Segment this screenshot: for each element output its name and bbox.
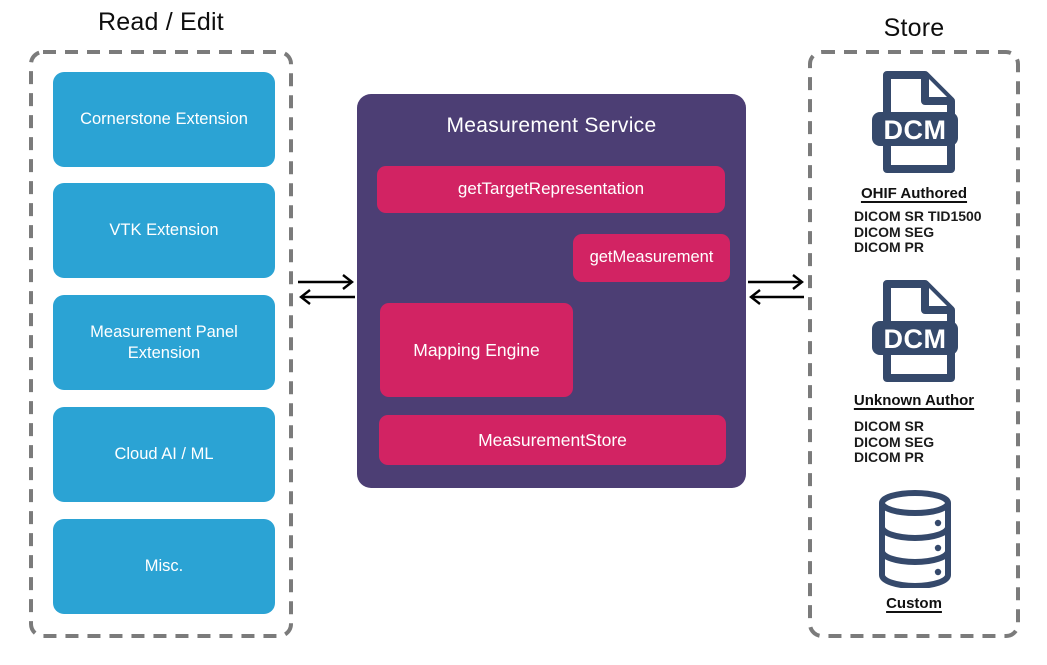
- get-target-representation-box: getTargetRepresentation: [377, 166, 725, 213]
- extension-label: Cornerstone Extension: [80, 110, 248, 129]
- extension-box-cornerstone: Cornerstone Extension: [53, 72, 275, 167]
- store-format-list: DICOM SR TID1500 DICOM SEG DICOM PR: [854, 208, 982, 256]
- store-format-item: DICOM PR: [854, 239, 924, 255]
- extension-box-vtk: VTK Extension: [53, 183, 275, 278]
- dcm-band: [872, 321, 958, 355]
- method-label: getTargetRepresentation: [457, 179, 645, 199]
- method-label: Mapping Engine: [413, 339, 540, 360]
- read-edit-panel-title: Read / Edit: [98, 8, 224, 36]
- store-group-heading-ohif-authored: OHIF Authored: [860, 185, 968, 202]
- store-format-item: DICOM SR TID1500: [854, 208, 982, 224]
- store-format-list: DICOM SR DICOM SEG DICOM PR: [854, 418, 935, 466]
- store-group-heading-unknown-author: Unknown Author: [853, 392, 975, 409]
- store-format-item: DICOM SEG: [854, 223, 935, 240]
- extension-label: Measurement Panel Extension: [90, 322, 238, 362]
- get-measurement-box: getMeasurement: [573, 234, 730, 282]
- extension-label: Cloud AI / ML: [114, 445, 214, 464]
- extension-label: Misc.: [144, 557, 184, 576]
- measurement-service-title: Measurement Service: [446, 114, 657, 137]
- method-label: MeasurementStore: [478, 429, 627, 450]
- dcm-icon-label: DCM: [884, 324, 947, 354]
- read-edit-panel-border: [29, 50, 293, 638]
- extension-box-misc: Misc.: [53, 519, 275, 614]
- store-format-item: DICOM SEG: [854, 433, 935, 450]
- measurement-store-box: MeasurementStore: [379, 415, 726, 465]
- extension-box-cloud-ai-ml: Cloud AI / ML: [53, 407, 275, 502]
- store-panel-border: [808, 50, 1020, 638]
- dcm-file-icon: DCM: [872, 71, 958, 173]
- store-group-heading-custom: Custom: [886, 595, 942, 612]
- database-icon: [879, 490, 951, 588]
- store-format-item: DICOM SR: [854, 418, 924, 434]
- store-panel-title: Store: [883, 14, 945, 42]
- store-format-item: DICOM PR: [854, 449, 924, 465]
- dcm-icon-label: DCM: [884, 115, 947, 145]
- method-label: getMeasurement: [589, 248, 714, 267]
- dcm-band: [872, 112, 958, 146]
- extension-box-measurement-panel: Measurement Panel Extension: [53, 295, 275, 390]
- mapping-engine-box: Mapping Engine: [380, 303, 573, 397]
- extension-label: VTK Extension: [109, 221, 219, 240]
- dcm-file-icon: DCM: [872, 280, 958, 382]
